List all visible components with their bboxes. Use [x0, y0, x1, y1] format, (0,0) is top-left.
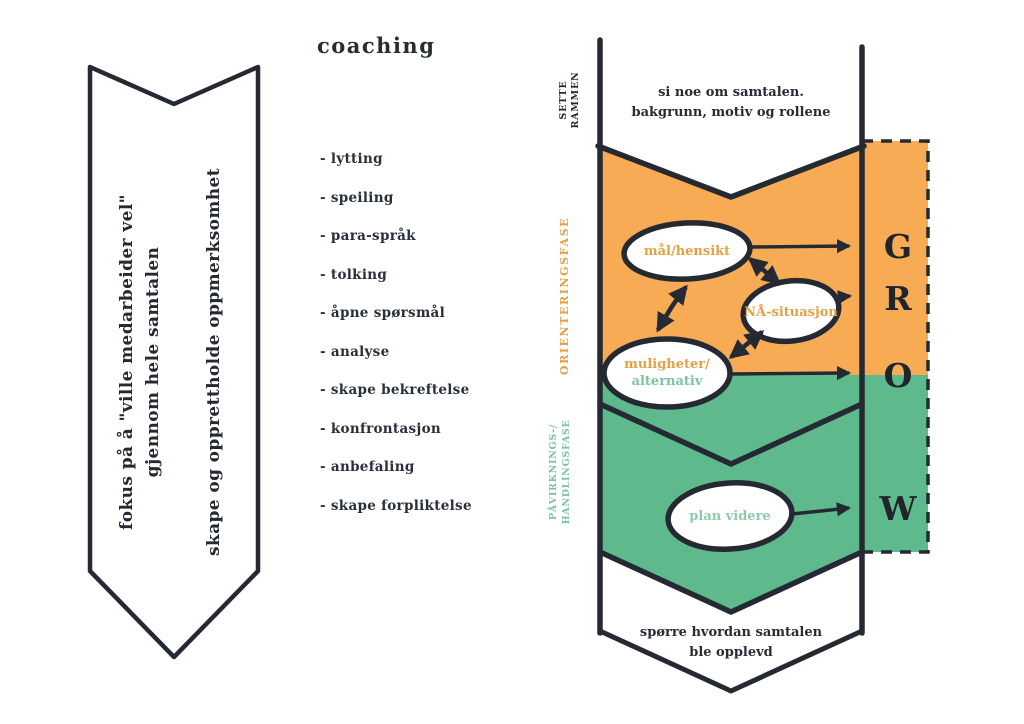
- closing-note-line1: spørre hvordan samtalen: [639, 625, 823, 640]
- skill-item: - skape forpliktelse: [320, 497, 472, 514]
- skill-item: - skape bekreftelse: [320, 382, 470, 398]
- chevron-mid-green: [597, 401, 865, 467]
- arrow-goal-options: [656, 284, 688, 333]
- skill-item: - anbefaling: [320, 459, 415, 475]
- frame-phase-label: SETTE RAMMEN: [558, 30, 582, 170]
- arrow-now-options: [728, 330, 765, 359]
- plan-node-ellipse: [665, 480, 795, 552]
- skill-item: - åpne spørsmål: [320, 305, 446, 321]
- opening-note-line2: bakgrunn, motiv og rollene: [631, 105, 831, 120]
- plan-node-label: plan videre: [689, 509, 771, 524]
- frame-label-line2: RAMMEN: [570, 71, 581, 129]
- banner-attention-text: skape og opprettholde oppmerksomhet: [201, 82, 227, 642]
- action-phase-label: PÅVIRKNINGS-/ HANDLINGSFASE: [548, 387, 574, 557]
- frame-label-line1: SETTE: [558, 80, 569, 120]
- banner-focus-text: fokus på å "ville medarbeider vel" gjenn…: [114, 82, 166, 642]
- action-phase-label-line2: HANDLINGSFASE: [560, 419, 572, 525]
- orientation-phase-label: ORIENTERINGSFASE: [558, 186, 574, 406]
- orientation-phase-label-text: ORIENTERINGSFASE: [558, 216, 571, 376]
- grow-letter-r: R: [884, 279, 912, 318]
- goal-node-ellipse: [621, 220, 753, 282]
- skill-item: - lytting: [320, 151, 383, 167]
- skill-item: - tolking: [320, 266, 388, 283]
- now-node-label: NÅ-situasjon: [744, 305, 838, 320]
- opening-note-line1: si noe om samtalen.: [658, 85, 804, 100]
- closing-note-line2: ble opplevd: [689, 645, 773, 660]
- options-node-ellipse: [601, 336, 733, 410]
- banner-focus-line2: gjennom hele samtalen: [143, 246, 163, 478]
- left-banner-shape: [87, 64, 261, 660]
- arrow-goal-to-g: [750, 238, 852, 254]
- arrow-now-to-r: [837, 290, 853, 305]
- chevron-bottom-outline: [597, 628, 865, 694]
- coaching-skills-list: - lytting - speiling - para-språk - tolk…: [320, 151, 472, 536]
- skill-item: - konfrontasjon: [320, 420, 442, 437]
- options-label-line2: alternativ: [631, 374, 703, 389]
- grow-letter-w: W: [879, 489, 917, 528]
- chevron-bottom-of-green: [597, 549, 865, 615]
- grow-column-orange-fill: [862, 141, 928, 375]
- skill-item: - speiling: [320, 189, 394, 206]
- arrow-options-to-o: [730, 365, 852, 381]
- options-label-line1: muligheter/: [624, 357, 710, 372]
- opening-note: si noe om samtalen. bakgrunn, motiv og r…: [611, 83, 851, 123]
- coaching-title: coaching: [317, 33, 436, 58]
- grow-column-dashed-border: [862, 139, 930, 554]
- banner-focus-line1: fokus på å "ville medarbeider vel": [117, 194, 137, 530]
- grow-letter-g: G: [883, 227, 913, 266]
- now-node-ellipse: [740, 277, 842, 345]
- action-phase-label-line1: PÅVIRKNINGS-/: [548, 423, 559, 521]
- goal-node-label: mål/hensikt: [643, 244, 731, 259]
- arrow-goal-now: [747, 257, 782, 285]
- chevron-top-of-orange: [595, 143, 867, 200]
- closing-note: spørre hvordan samtalen ble opplevd: [611, 623, 851, 663]
- skill-item: - para-språk: [320, 228, 416, 244]
- skill-item: - analyse: [320, 343, 390, 360]
- grow-column-green-fill: [862, 375, 928, 552]
- banner-attention-line: skape og opprettholde oppmerksomhet: [204, 167, 224, 557]
- grow-letter-o: O: [883, 356, 913, 395]
- arrow-plan-to-w: [791, 502, 852, 517]
- options-node-label: muligheter/ alternativ: [592, 356, 742, 390]
